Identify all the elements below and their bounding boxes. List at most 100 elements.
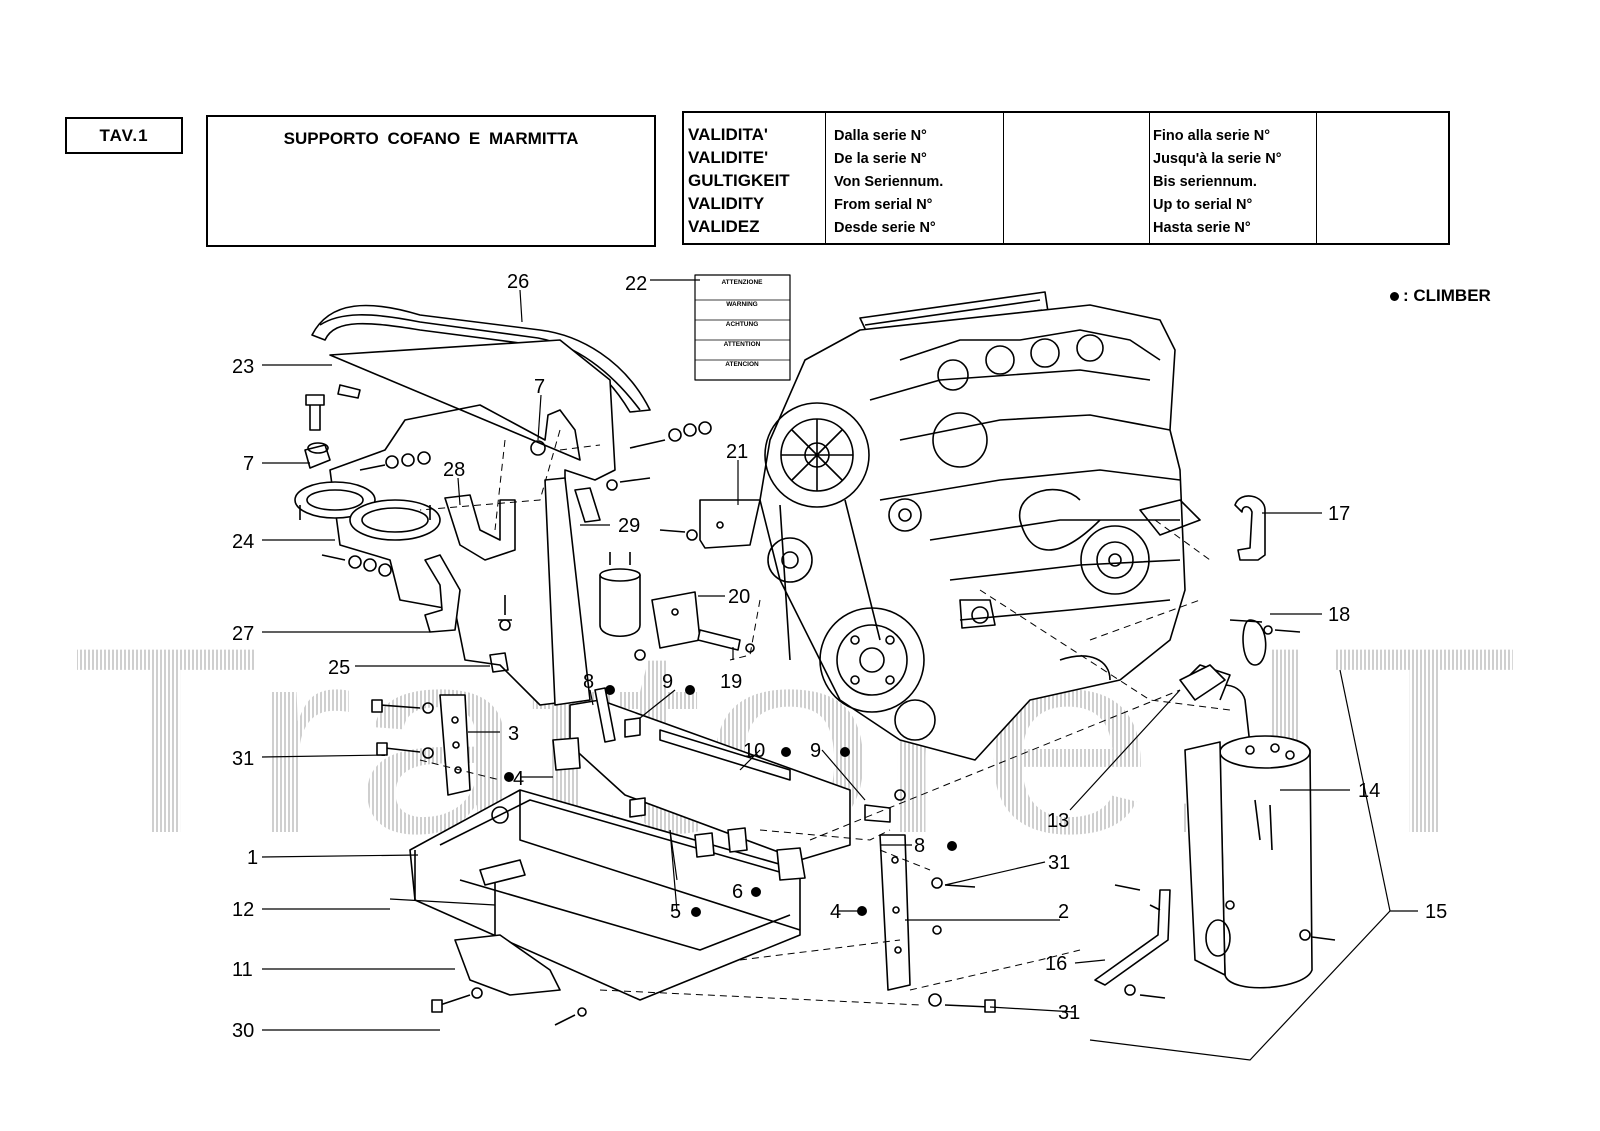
table-code: TAV.1 [99,125,149,145]
legend: : CLIMBER [1390,286,1491,306]
to-serial-label: Bis seriennum. [1153,174,1257,190]
callout-label: 9 [662,671,673,693]
warning-label-22 [694,274,791,381]
climber-dot-icon [857,906,867,916]
callout-label: 29 [618,515,640,537]
callout-label: 11 [232,959,253,981]
validity-label: VALIDITY [688,194,765,213]
callout-label: 30 [232,1020,254,1042]
callout-label: 7 [243,453,254,475]
callout-label: 22 [625,273,647,295]
validity-label: VALIDITE' [688,148,769,167]
callout-label: 17 [1328,503,1350,525]
callout-label: 13 [1047,810,1069,832]
from-serial-value-cell [1004,113,1150,243]
bracket-29 [544,477,601,706]
climber-dot-icon [1390,292,1399,302]
callout-label: 12 [232,899,254,921]
callout-label: 10 [743,740,765,762]
callout-label: 27 [232,623,254,645]
climber-dot-icon [947,841,957,851]
to-serial-label: Hasta serie N° [1153,220,1251,236]
callout-label: 31 [1048,852,1070,874]
climber-dot-icon [504,772,514,782]
climber-dot-icon [781,747,791,757]
title-box: SUPPORTO COFANO E MARMITTA [206,115,656,247]
callout-label: 28 [443,459,465,481]
warning-line: ATTENTION [724,341,761,348]
callout-label: 25 [328,657,350,679]
callout-label: 19 [720,671,742,693]
validity-label: VALIDEZ [688,217,760,236]
engine-drawing [759,291,1201,761]
solenoid-20 [599,552,701,661]
callout-label: 15 [1425,901,1447,923]
clamp-18 [1229,619,1301,666]
climber-dot-icon [605,685,615,695]
validity-label: VALIDITA' [688,125,768,144]
callout-label: 20 [728,586,750,608]
callout-label: 3 [508,723,519,745]
callout-label: 16 [1045,953,1067,975]
validity-label-column: VALIDITA' VALIDITE' GULTIGKEIT VALIDITY … [684,113,826,243]
climber-markers [504,685,957,917]
to-serial-column: Fino alla serie N° Jusqu'à la serie N° B… [1150,113,1317,243]
page-title: SUPPORTO COFANO E MARMITTA [283,129,579,148]
from-serial-column: Dalla serie N° De la serie N° Von Serien… [826,113,1004,243]
warning-line: ATENCION [725,361,759,368]
climber-dot-icon [691,907,701,917]
callout-label: 1 [247,847,258,869]
warning-line: ACHTUNG [726,321,759,328]
callout-label: 6 [732,881,743,903]
callout-label: 5 [670,901,681,923]
warning-line: ATTENZIONE [721,279,763,286]
bracket-16 [1094,884,1336,999]
muffler-14 [1184,664,1313,989]
from-serial-label: Desde serie N° [834,220,936,236]
from-serial-label: Von Seriennum. [834,174,944,190]
mounting-pads [552,687,891,881]
assembly-dashed-lines [419,429,1231,1006]
callout-label: 8 [914,835,925,857]
parts-artwork [294,274,1336,1026]
callout-label: 26 [507,271,529,293]
from-serial-label: De la serie N° [834,151,927,167]
callout-label: 21 [726,441,748,463]
callout-label: 2 [1058,901,1069,923]
callout-label: 9 [810,740,821,762]
plate-21 [699,499,761,549]
warning-label-text: ATTENZIONE WARNING ACHTUNG ATTENTION ATE… [721,279,763,368]
leader-lines [261,279,1418,1061]
callout-label: 14 [1358,780,1380,802]
validity-label: GULTIGKEIT [688,171,790,190]
callout-label: 23 [232,356,254,378]
callout-label: 24 [232,531,254,553]
warning-line: WARNING [726,301,757,308]
callout-labels: 26 22 23 7 7 21 28 29 24 17 20 18 27 25 … [232,271,1447,1042]
validity-table: VALIDITA' VALIDITE' GULTIGKEIT VALIDITY … [682,111,1450,245]
bracket-3 [439,694,471,796]
climber-dot-icon [685,685,695,695]
bracket-13 [1179,664,1226,701]
from-serial-label: Dalla serie N° [834,128,927,144]
callout-label: 31 [232,748,254,770]
fasteners-top-left [304,394,712,631]
from-serial-label: From serial N° [834,197,933,213]
table-code-box: TAV.1 [65,117,183,154]
climber-dot-icon [840,747,850,757]
hook-bracket-17 [1234,495,1266,561]
callout-label: 4 [830,901,841,923]
callout-label: 31 [1058,1002,1080,1024]
fasteners-bottom [371,699,996,1026]
muffler-clamp-24 [294,481,441,541]
callout-label: 18 [1328,604,1350,626]
legend-text: : CLIMBER [1403,286,1491,305]
climber-dot-icon [751,887,761,897]
support-11 [454,859,561,996]
to-serial-label: Up to serial N° [1153,197,1253,213]
to-serial-label: Fino alla serie N° [1153,128,1271,144]
to-serial-label: Jusqu'à la serie N° [1153,151,1282,167]
clamp-strap-28 [444,494,516,561]
callout-label: 4 [513,768,524,790]
